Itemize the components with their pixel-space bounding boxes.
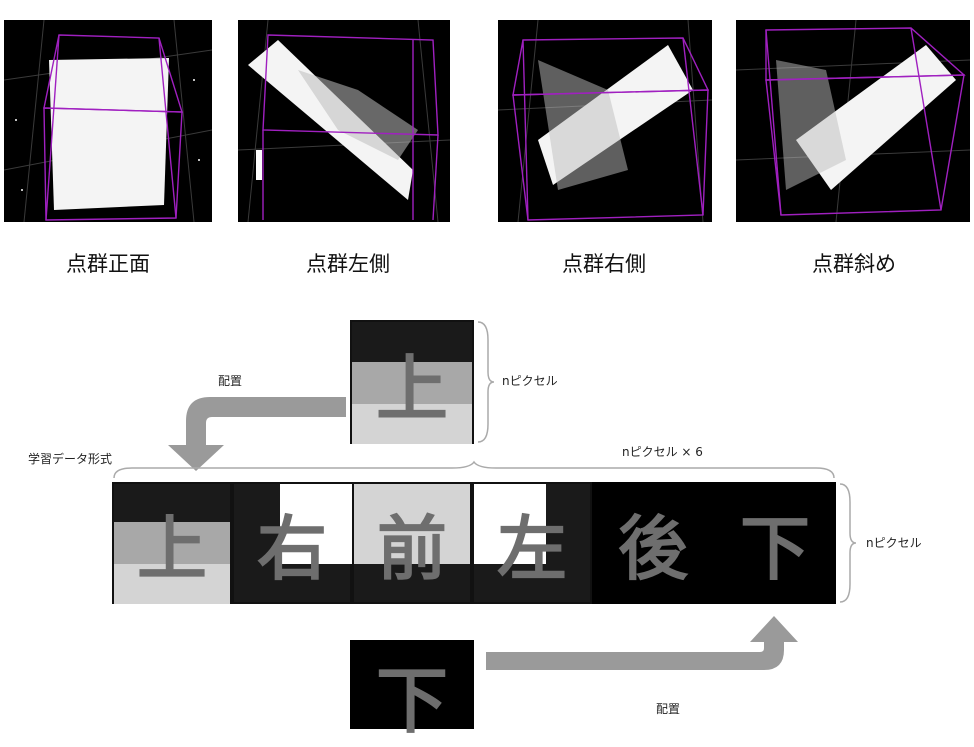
strip-char-right: 右 — [257, 507, 327, 590]
strip-tile-bottom: 下 — [714, 482, 836, 604]
strip-char-back: 後 — [618, 507, 688, 590]
label-place-top: 配置 — [218, 374, 243, 388]
thumbnail-front — [4, 20, 212, 222]
strip-tile-front: 前 — [352, 482, 472, 604]
label-n-pixels-top: nピクセル — [502, 374, 558, 388]
caption-left: 点群左側 — [306, 252, 390, 276]
label-format: 学習データ形式 — [28, 452, 113, 466]
up-right-arrow-icon — [486, 616, 798, 670]
training-strip: 上 右 前 左 後 下 — [112, 482, 836, 604]
caption-right: 点群右側 — [562, 252, 646, 276]
thumbnail-oblique — [736, 20, 970, 222]
strip-char-bottom: 下 — [740, 507, 810, 590]
strip-char-front: 前 — [377, 507, 447, 590]
label-place-bottom: 配置 — [656, 702, 681, 716]
bottom-tile-char: 下 — [375, 659, 448, 743]
strip-tile-back: 後 — [592, 482, 714, 604]
bottom-tile: 下 — [350, 640, 474, 743]
right-brace-icon — [477, 321, 495, 443]
strip-char-top: 上 — [137, 507, 207, 590]
top-brace-icon — [113, 460, 835, 479]
training-data-diagram: 上 nピクセル 配置 学習データ形式 nピクセル × 6 上 右 前 — [0, 300, 974, 743]
caption-front: 点群正面 — [66, 252, 150, 276]
strip-tile-right: 右 — [232, 482, 352, 604]
right-brace-icon — [839, 483, 857, 603]
strip-tile-top: 上 — [112, 482, 232, 604]
label-n-pixels-x6: nピクセル × 6 — [622, 445, 703, 459]
thumbnail-left — [238, 20, 450, 222]
caption-oblique: 点群斜め — [812, 252, 896, 276]
top-tile-char: 上 — [375, 346, 448, 431]
top-tile: 上 — [350, 320, 474, 444]
strip-tile-left: 左 — [472, 482, 592, 604]
strip-char-left: 左 — [497, 507, 567, 590]
left-down-arrow-icon — [168, 397, 346, 471]
thumbnail-right — [498, 20, 712, 222]
label-n-pixels-right: nピクセル — [866, 536, 922, 550]
